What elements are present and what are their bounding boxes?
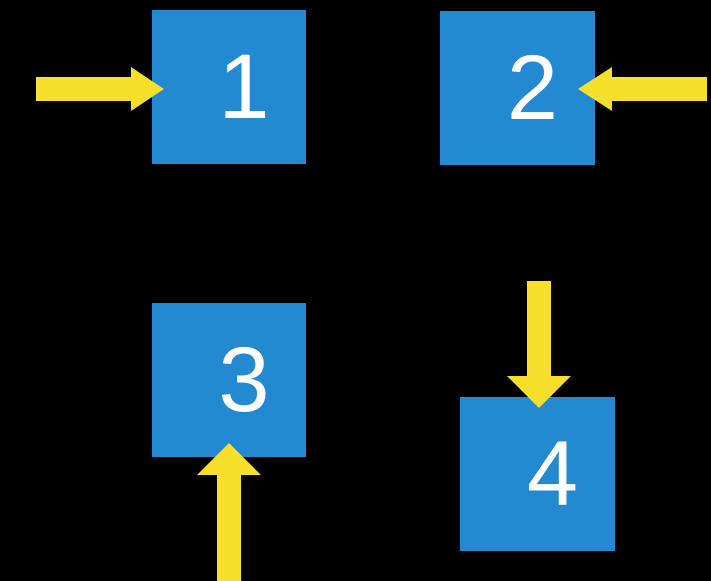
node-4-label: 4 xyxy=(526,423,579,525)
arrow-up-into-node-3-icon xyxy=(197,443,261,581)
diagram-node-2[interactable]: 2 xyxy=(440,11,595,165)
arrow-right-into-node-1-icon xyxy=(36,67,164,111)
node-3-label: 3 xyxy=(218,329,270,431)
node-1-label: 1 xyxy=(218,36,270,138)
diagram-node-4[interactable]: 4 xyxy=(460,397,615,551)
node-2-label: 2 xyxy=(506,37,559,139)
diagram-node-1[interactable]: 1 xyxy=(152,10,306,164)
diagram-node-3[interactable]: 3 xyxy=(152,303,306,457)
arrow-down-into-node-4-icon xyxy=(507,281,571,408)
arrow-left-into-node-2-icon xyxy=(578,67,707,111)
